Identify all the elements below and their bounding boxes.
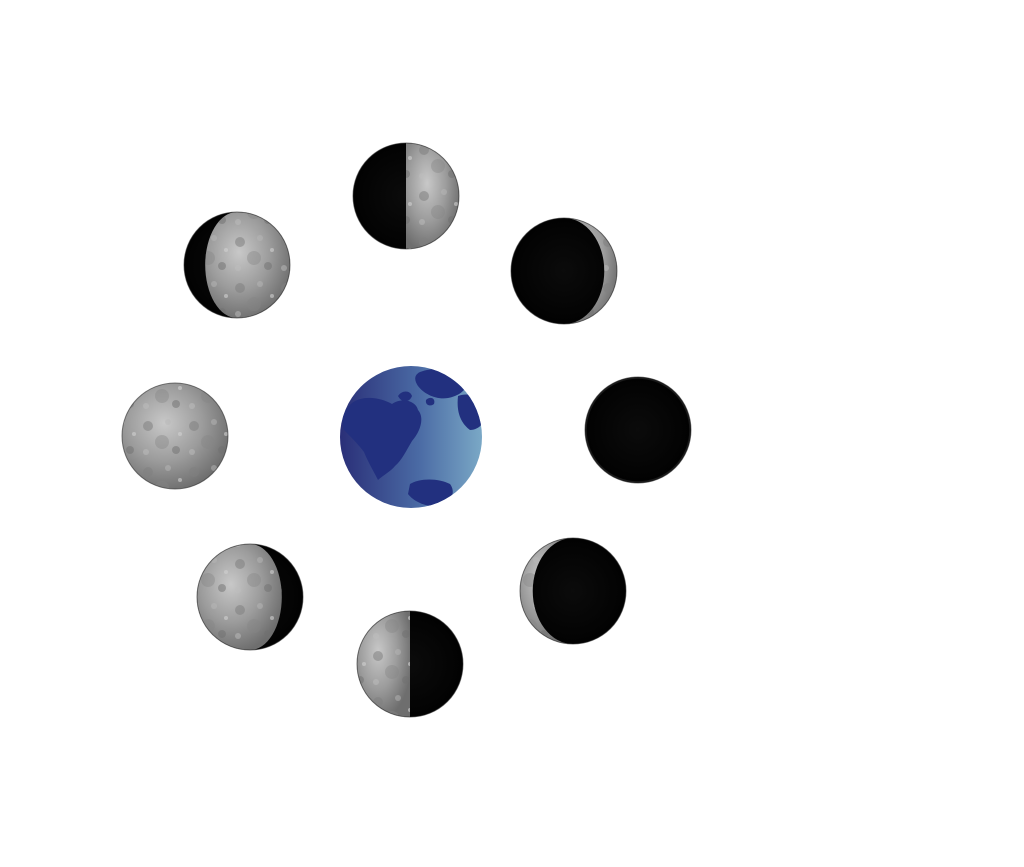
moon-phase-waning-gibbous bbox=[196, 543, 304, 651]
moon-phase-waning-crescent bbox=[519, 537, 627, 645]
moon-craters bbox=[205, 212, 290, 318]
moon-phase-new-moon bbox=[584, 376, 692, 484]
moon-craters bbox=[564, 218, 617, 324]
moon-phase-third-quarter bbox=[356, 610, 464, 718]
moon-disk bbox=[520, 538, 626, 644]
moon-edge bbox=[183, 211, 291, 319]
moon-phase-waxing-gibbous bbox=[183, 211, 291, 319]
moon-craters bbox=[197, 544, 282, 650]
moon-craters bbox=[357, 611, 410, 717]
moon-edge bbox=[510, 217, 618, 325]
moon-craters bbox=[520, 538, 573, 644]
moon-disk bbox=[511, 218, 617, 324]
earth-islands bbox=[398, 391, 435, 406]
moon-rim bbox=[585, 377, 691, 483]
moon-phase-full-moon bbox=[121, 382, 229, 490]
moon-edge bbox=[352, 142, 460, 250]
earth-continent-south-america bbox=[408, 479, 453, 507]
moons-layer bbox=[121, 142, 692, 718]
moon-craters bbox=[122, 383, 228, 489]
earth-globe bbox=[340, 366, 482, 508]
moon-edge bbox=[196, 543, 304, 651]
moon-edge bbox=[584, 376, 692, 484]
moon-edge bbox=[519, 537, 627, 645]
moon-phase-first-quarter bbox=[352, 142, 460, 250]
moon-phase-waxing-crescent bbox=[510, 217, 618, 325]
moon-edge bbox=[356, 610, 464, 718]
moon-disk bbox=[585, 377, 691, 483]
moon-craters bbox=[406, 143, 459, 249]
earth-continent-north-america bbox=[342, 397, 422, 480]
moon-edge bbox=[121, 382, 229, 490]
